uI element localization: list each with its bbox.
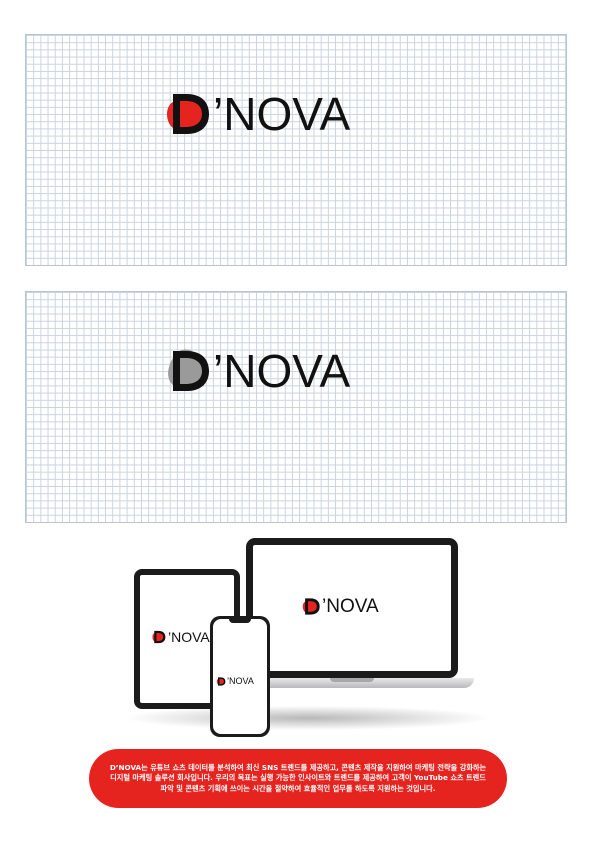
- laptop-device: [246, 538, 458, 678]
- laptop-logo: ’NOVA: [301, 596, 379, 617]
- logo-mark-color-icon: [167, 94, 209, 134]
- phone-notch: [229, 619, 251, 623]
- laptop-logo-mark-icon: [302, 598, 320, 615]
- brand-description-text: D’NOVA는 유튜브 쇼츠 데이터를 분석하여 최신 SNS 트렌드를 제공하…: [109, 762, 487, 793]
- laptop-base: [232, 678, 474, 688]
- laptop-notch: [330, 678, 374, 682]
- phone-logo: ’NOVA: [216, 676, 254, 687]
- device-shadow: [128, 706, 488, 730]
- tablet-logo-mark-icon: [152, 630, 166, 644]
- phone-logo-mark-icon: [216, 677, 226, 686]
- tablet-logo: ’NOVA: [151, 629, 210, 645]
- laptop-screen: [253, 545, 451, 671]
- logo-grid-panel-color: [25, 34, 567, 266]
- phone-device: [210, 616, 270, 737]
- phone-screen: [213, 619, 267, 734]
- tablet-wordmark: ’NOVA: [168, 629, 210, 645]
- laptop-wordmark: ’NOVA: [322, 596, 379, 617]
- phone-wordmark: ’NOVA: [227, 676, 254, 686]
- brand-description-pill: D’NOVA는 유튜브 쇼츠 데이터를 분석하여 최신 SNS 트렌드를 제공하…: [89, 749, 507, 808]
- brand-logo-mono: ’NOVA: [163, 345, 350, 397]
- logo-grid-panel-mono: [25, 291, 567, 523]
- logo-mark-mono-icon: [168, 349, 209, 391]
- brand-wordmark-mono: ’NOVA: [213, 345, 351, 397]
- brand-wordmark: ’NOVA: [213, 88, 351, 140]
- brand-logo-color: ’NOVA: [163, 88, 350, 140]
